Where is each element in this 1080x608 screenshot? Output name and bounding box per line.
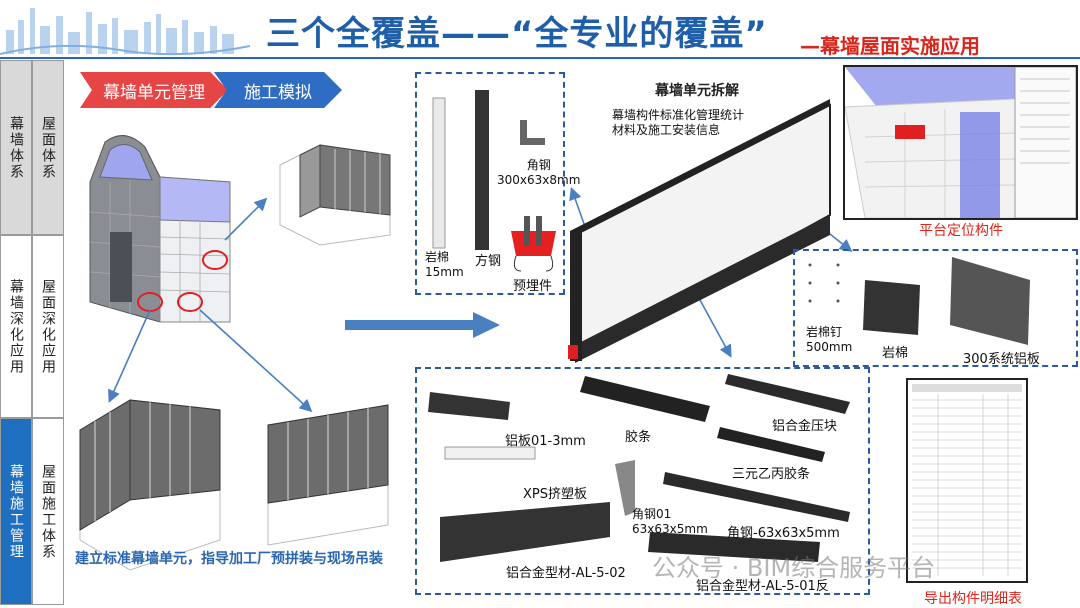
building-model-image: [89, 135, 231, 323]
profile-box-frame: [415, 367, 870, 595]
nav-roof-system[interactable]: 屋面体系: [32, 60, 64, 235]
caption-export-table: 导出构件明细表: [924, 591, 1022, 607]
nav-roof-deepening[interactable]: 屋面深化应用: [32, 235, 64, 418]
step-curtain-unit-management[interactable]: 幕墙单元管理: [80, 72, 228, 108]
label-rockwool-nail: 岩棉钉 500mm: [806, 325, 853, 354]
header-divider: [0, 57, 1080, 59]
label-xps-board: XPS挤塑板: [523, 487, 587, 502]
curtain-unit-image: [568, 99, 831, 363]
label-square-steel: 方钢: [475, 254, 502, 269]
large-unit-model-right: [267, 404, 389, 546]
rockwool-box-frame: [793, 249, 1078, 367]
label-angle-steel: 角钢 300x63x8mm: [497, 158, 581, 187]
label-press-block: 铝合金压块: [772, 419, 838, 434]
rockwool-parts-image: [808, 257, 1030, 345]
export-table-image: [906, 378, 1028, 583]
profile-parts-image: [428, 374, 850, 562]
large-unit-model-left: [79, 399, 221, 571]
unit-disassembly-heading: 幕墙单元拆解: [655, 83, 739, 99]
nav-curtain-wall-system[interactable]: 幕墙体系: [0, 60, 32, 235]
label-rockwool-15: 岩棉 15mm: [425, 250, 464, 279]
city-skyline-logo: [0, 8, 250, 56]
label-rubber-strip: 胶条: [625, 430, 652, 445]
big-right-arrow: [345, 312, 500, 338]
label-profile-02: 铝合金型材-AL-5-02: [506, 566, 626, 581]
label-aluminum-panel: 300系统铝板: [963, 352, 1040, 367]
corner-unit-model: [279, 144, 391, 246]
label-embedded-part: 预埋件: [513, 279, 553, 294]
embedded-part-image: [511, 216, 556, 272]
watermark: 公众号 · BIM综合服务平台: [652, 554, 936, 582]
nav-roof-construction[interactable]: 屋面施工体系: [32, 418, 64, 605]
label-angle-01: 角钢01 63x63x5mm: [632, 507, 708, 536]
caption-platform-locate: 平台定位构件: [919, 223, 1003, 239]
page-subtitle: —幕墙屋面实施应用: [800, 34, 980, 58]
label-rockwool: 岩棉: [882, 346, 909, 361]
label-profile-01: 铝合金型材-AL-5-01反: [696, 579, 829, 594]
frame-components-image: [432, 90, 545, 250]
label-aluminum-plate: 铝板01-3mm: [505, 434, 586, 449]
caption-standard-unit: 建立标准幕墙单元，指导加工厂预拼装与现场吊装: [75, 551, 383, 567]
unit-description: 幕墙构件标准化管理统计材料及施工安装信息: [612, 108, 745, 137]
component-box-frame: [415, 72, 565, 295]
platform-screenshot: [843, 65, 1078, 220]
step-construction-simulation[interactable]: 施工模拟: [214, 72, 342, 108]
nav-curtain-wall-deepening[interactable]: 幕墙深化应用: [0, 235, 32, 418]
page-title: 三个全覆盖——“全专业的覆盖”: [266, 14, 768, 54]
label-epdm-strip: 三元乙丙胶条: [732, 467, 811, 482]
label-angle-neg: 角钢-63x63x5mm: [727, 526, 840, 541]
nav-curtain-wall-construction[interactable]: 幕墙施工管理: [0, 418, 32, 605]
